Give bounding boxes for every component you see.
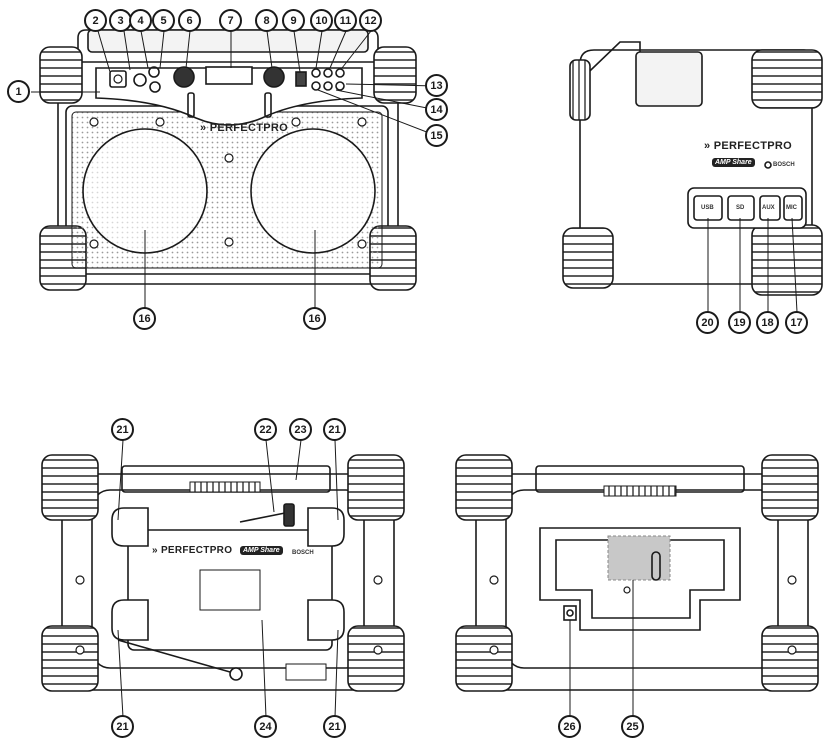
callout-1: 1 [7, 80, 30, 103]
side-bosch-logo: BOSCH [773, 162, 795, 168]
callout-19: 19 [728, 311, 751, 334]
callout-21-bottom-right: 21 [323, 715, 346, 738]
callout-26: 26 [558, 715, 581, 738]
side-brand-logo: » PERFECTPRO [704, 140, 792, 152]
callout-6: 6 [178, 9, 201, 32]
callout-20: 20 [696, 311, 719, 334]
callout-24: 24 [254, 715, 277, 738]
callout-2: 2 [84, 9, 107, 32]
front-view [39, 29, 417, 291]
callout-10: 10 [310, 9, 333, 32]
callout-23: 23 [289, 418, 312, 441]
side-amp-share-logo: AMP Share [712, 158, 755, 167]
callout-22: 22 [254, 418, 277, 441]
back-amp-share-logo: AMP Share [240, 546, 283, 555]
callout-7: 7 [219, 9, 242, 32]
callout-15: 15 [425, 124, 448, 147]
callout-14: 14 [425, 98, 448, 121]
callout-16-right: 16 [303, 307, 326, 330]
callout-3: 3 [109, 9, 132, 32]
callout-9: 9 [282, 9, 305, 32]
callout-21-top-right: 21 [323, 418, 346, 441]
back-bosch-logo: BOSCH [292, 550, 314, 556]
front-brand-logo: » PERFECTPRO [200, 122, 288, 134]
callout-17: 17 [785, 311, 808, 334]
callout-16-left: 16 [133, 307, 156, 330]
callout-8: 8 [255, 9, 278, 32]
back-view [41, 454, 405, 692]
callout-13: 13 [425, 74, 448, 97]
callout-4: 4 [129, 9, 152, 32]
callout-25: 25 [621, 715, 644, 738]
port-mic-label: MIC [786, 205, 797, 211]
callout-21-top-left: 21 [111, 418, 134, 441]
bottom-view [455, 454, 819, 692]
callout-18: 18 [756, 311, 779, 334]
leader-lines [31, 30, 798, 718]
callout-11: 11 [334, 9, 357, 32]
callout-21-bottom-left: 21 [111, 715, 134, 738]
callout-12: 12 [359, 9, 382, 32]
port-aux-label: AUX [762, 205, 775, 211]
side-view [562, 41, 823, 296]
back-brand-logo: » PERFECTPRO [152, 545, 233, 556]
port-usb-label: USB [701, 205, 714, 211]
callout-5: 5 [152, 9, 175, 32]
port-sd-label: SD [736, 205, 745, 211]
